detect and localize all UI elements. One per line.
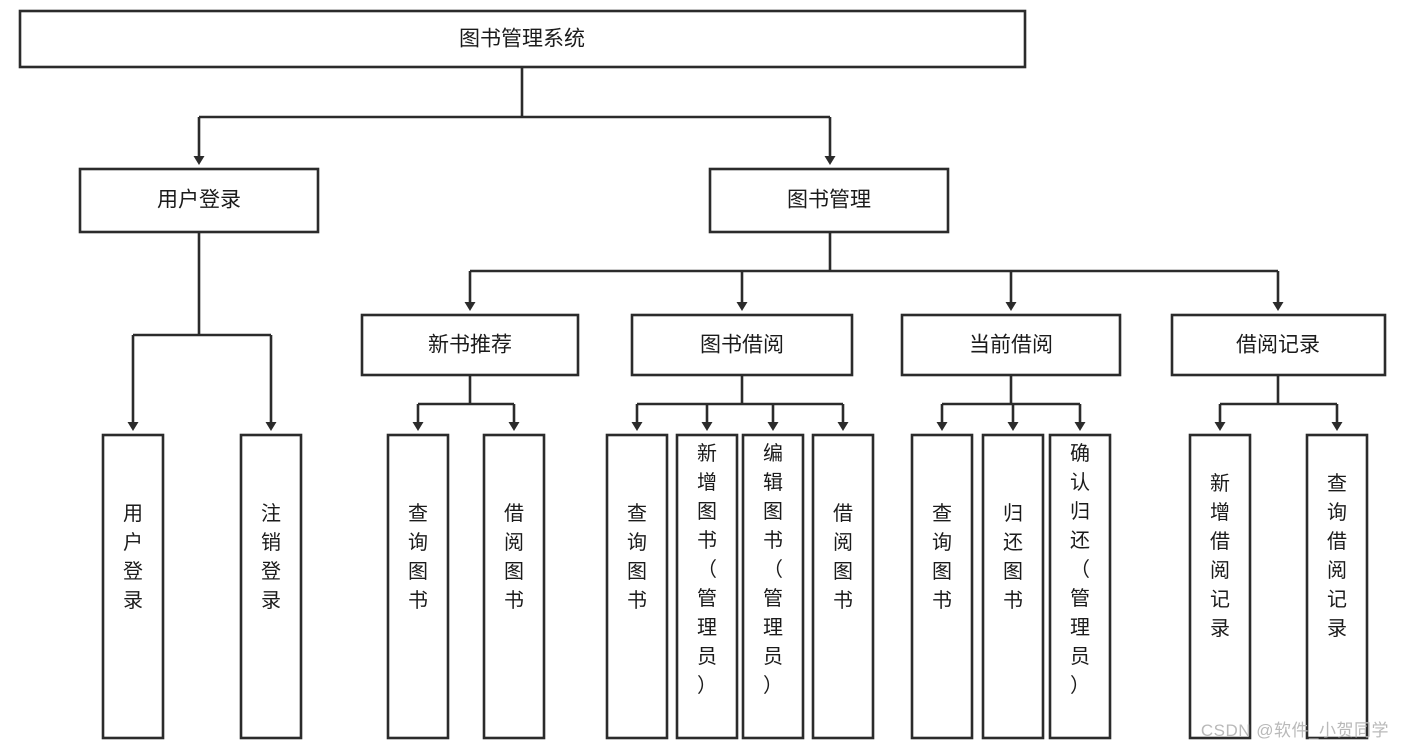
node-new-book-recommend-label: 新书推荐 [428,334,512,357]
leaf-return-book-box[interactable] [981,433,1045,740]
node-user-login-label: 用户登录 [157,189,241,212]
leaf-return-book-label: 归还图书 [1003,502,1023,612]
leaf-query-book-3-box[interactable] [910,433,974,740]
leaf-query-record-box[interactable] [1305,433,1369,740]
leaf-borrow-book-1[interactable]: 借阅图书 [482,433,546,740]
watermark-label: CSDN @软件_小贺同学 [1200,721,1389,740]
node-root-box[interactable] [18,9,1027,69]
leaf-query-book-1[interactable]: 查询图书 [386,433,450,740]
node-book-management-label: 图书管理 [787,189,871,212]
leaf-borrow-book-2[interactable]: 借阅图书 [811,433,875,740]
leaf-add-book-box[interactable] [675,433,739,740]
leaf-add-book[interactable]: 新增图书（管理员） [675,433,739,740]
leaf-query-book-3[interactable]: 查询图书 [910,433,974,740]
leaf-borrow-book-1-box[interactable] [482,433,546,740]
leaf-logout[interactable]: 注销登录 [239,433,303,740]
leaf-user-login-label: 用户登录 [123,503,143,612]
leaf-confirm-return-label: 确认归还（管理员） [1070,442,1090,697]
node-user-login[interactable]: 用户登录 [78,167,320,234]
leaf-edit-book-label: 编辑图书（管理员） [763,442,783,697]
leaf-query-book-1-label: 查询图书 [408,502,428,612]
leaf-user-login-box[interactable] [101,433,165,740]
leaf-add-record-label: 新增借阅记录 [1210,472,1230,640]
node-new-book-recommend[interactable]: 新书推荐 [360,313,580,377]
node-book-borrow[interactable]: 图书借阅 [630,313,854,377]
node-current-borrow[interactable]: 当前借阅 [900,313,1122,377]
leaf-query-record-label: 查询借阅记录 [1327,472,1347,640]
leaf-confirm-return-box[interactable] [1048,433,1112,740]
node-root[interactable]: 图书管理系统 [18,9,1027,69]
leaf-borrow-book-2-label: 借阅图书 [833,502,853,612]
leaf-borrow-book-1-label: 借阅图书 [504,502,524,612]
leaf-add-record[interactable]: 新增借阅记录 [1188,433,1252,740]
leaf-logout-label: 注销登录 [261,502,281,612]
leaf-add-record-box[interactable] [1188,433,1252,740]
leaf-edit-book-box[interactable] [741,433,805,740]
node-borrow-record[interactable]: 借阅记录 [1170,313,1387,377]
leaf-query-book-2[interactable]: 查询图书 [605,433,669,740]
node-borrow-record-box[interactable] [1170,313,1387,377]
leaf-query-book-2-label: 查询图书 [627,502,647,612]
leaf-return-book[interactable]: 归还图书 [981,433,1045,740]
leaf-query-record[interactable]: 查询借阅记录 [1305,433,1369,740]
connector-layer [127,67,1343,431]
node-book-management[interactable]: 图书管理 [708,167,950,234]
node-current-borrow-label: 当前借阅 [969,334,1053,357]
leaf-query-book-2-box[interactable] [605,433,669,740]
node-borrow-record-label: 借阅记录 [1236,334,1320,357]
node-user-login-box[interactable] [78,167,320,234]
leaf-add-book-label: 新增图书（管理员） [697,442,717,697]
leaf-confirm-return[interactable]: 确认归还（管理员） [1048,433,1112,740]
node-book-borrow-box[interactable] [630,313,854,377]
node-current-borrow-box[interactable] [900,313,1122,377]
leaf-edit-book[interactable]: 编辑图书（管理员） [741,433,805,740]
node-book-borrow-label: 图书借阅 [700,334,784,357]
leaf-user-login[interactable]: 用户登录 [101,433,165,740]
node-book-management-box[interactable] [708,167,950,234]
leaf-query-book-1-box[interactable] [386,433,450,740]
leaf-query-book-3-label: 查询图书 [932,502,952,612]
node-new-book-recommend-box[interactable] [360,313,580,377]
node-root-label: 图书管理系统 [459,28,585,51]
leaf-logout-box[interactable] [239,433,303,740]
leaf-borrow-book-2-box[interactable] [811,433,875,740]
